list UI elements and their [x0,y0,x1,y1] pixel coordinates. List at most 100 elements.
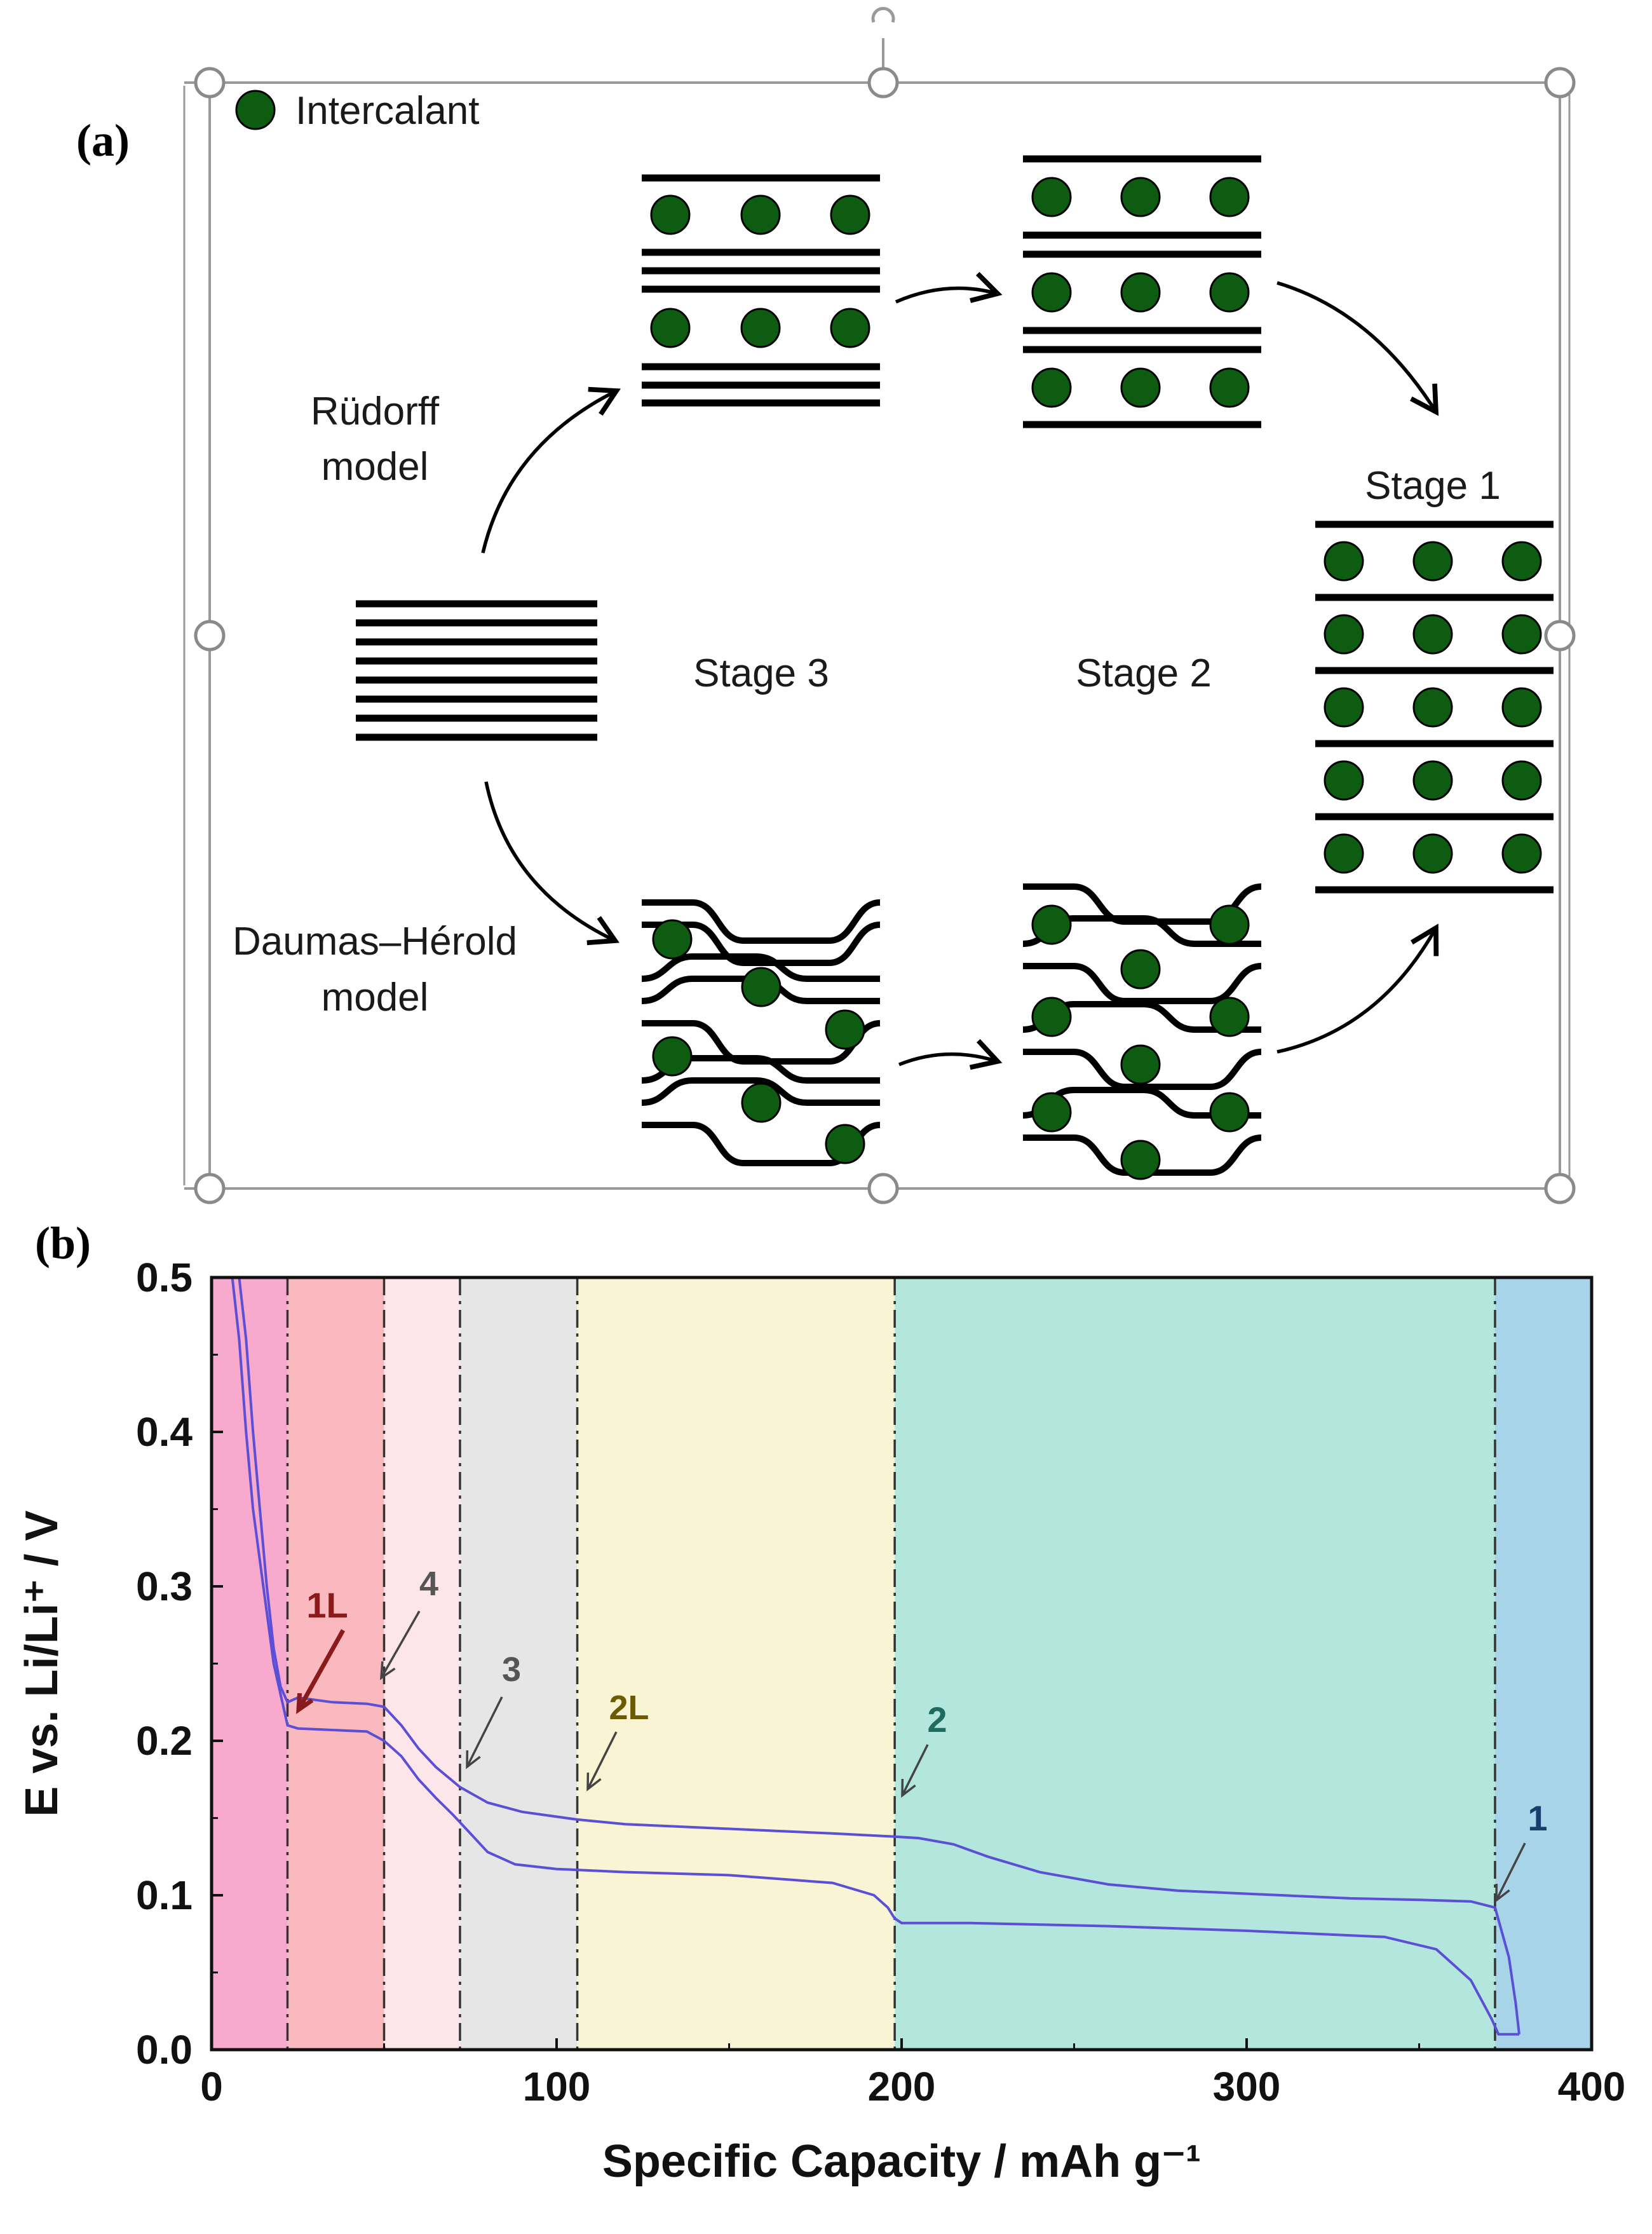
intercalant-dot [652,1036,693,1077]
y-tick-label: 0.2 [136,1718,193,1764]
x-tick-label: 100 [523,2064,591,2109]
x-tick-label: 300 [1213,2064,1281,2109]
annotation-label: 3 [502,1651,521,1689]
voltage-curve-upper [238,1277,1520,2034]
intercalant-dot [1324,760,1364,801]
intercalant-dot [825,1124,865,1164]
intercalant-dot [1209,367,1250,408]
transition-arrows [481,271,1439,1070]
handle-bottom-right[interactable] [1544,1173,1576,1204]
daumas-herold-label-line1: Daumas–Hérold [233,920,517,964]
annotation-arrowhead [380,1661,396,1680]
daumas-herold-stage2-stack [1022,883,1262,1180]
daumas-herold-label-line2: model [322,976,429,1019]
intercalant-dot [1209,904,1250,945]
annotation-arrowhead [296,1693,314,1715]
intercalant-dot [1412,687,1453,728]
handle-mid-right[interactable] [1544,620,1576,651]
rudorff-model-label-line1: Rüdorff [311,390,440,433]
annotation-arrowhead [466,1750,481,1769]
x-axis-label: Specific Capacity / mAh g⁻¹ [602,2136,1201,2187]
graphene-layer [642,899,881,944]
intercalant-dot [830,308,870,348]
handle-top-right[interactable] [1544,67,1576,99]
intercalant-dot [650,194,691,235]
intercalant-dot [825,1009,865,1050]
annotation-arrow [296,1629,346,1711]
stage-region [895,1277,1495,2050]
intercalant-dot [1501,760,1542,801]
y-axis-label: E vs. Li/Li⁺ / V [17,1510,67,1816]
intercalant-dot [1120,177,1161,217]
intercalant-dot [1031,272,1072,313]
stage3-label: Stage 3 [693,651,829,695]
handle-top-center[interactable] [867,67,899,99]
y-tick-label: 0.1 [136,1872,193,1918]
intercalant-dot [740,308,781,348]
arrow-rudorff2-to-stage1 [1276,281,1439,416]
rotate-handle-icon[interactable] [871,7,895,23]
intercalant-dot [1120,367,1161,408]
intercalant-dot [830,194,870,235]
y-tick-label: 0.4 [136,1409,193,1455]
resize-handles[interactable] [194,67,1576,1204]
annotation-arrow [380,1611,421,1679]
panel-b-label: (b) [35,1218,91,1269]
panel-a-label: (a) [76,115,130,166]
handle-top-left[interactable] [194,67,226,99]
handle-mid-left[interactable] [194,620,226,651]
arrow-rudorff3-to-rudorff2 [895,271,1003,304]
graphene-layer [642,922,881,966]
annotation-label: 1 [1527,1798,1547,1838]
intercalant-dot [650,308,691,348]
annotation-label: 2 [927,1699,947,1740]
intercalant-dot [1031,1092,1072,1133]
intercalant-dot [1501,541,1542,582]
handle-bottom-left[interactable] [194,1173,226,1204]
annotation-arrowhead [901,1778,916,1798]
legend-label: Intercalant [295,89,480,133]
intercalant-dot [741,1082,782,1123]
graphene-layer [641,1055,880,1084]
intercalant-dot [740,194,781,235]
graphene-layer [1023,1134,1262,1176]
stage-region [384,1277,460,2050]
rudorff-stage3-stack [642,174,880,407]
intercalant-dot [1120,949,1161,990]
annotation-arrow [466,1696,503,1767]
intercalant-dot [1031,997,1072,1037]
daumas-herold-stage3-stack [641,899,881,1166]
intercalant-dot [1209,1092,1250,1133]
arrow-pristine-to-daumas [484,781,620,946]
intercalant-dot [1120,272,1161,313]
stage1-label: Stage 1 [1365,464,1501,508]
graphene-layer [641,1077,880,1106]
intercalant-dot [1412,833,1453,874]
intercalant-dot [1324,614,1364,655]
intercalant-dot [1324,833,1364,874]
intercalant-dot [1209,997,1250,1037]
annotation-arrow [1495,1842,1526,1901]
annotation-label: 1L [306,1585,348,1625]
intercalant-dot [1031,904,1072,945]
intercalant-dot [1209,272,1250,313]
x-tick-label: 0 [200,2064,223,2109]
stage-region [577,1277,895,2050]
handle-bottom-center[interactable] [867,1173,899,1204]
intercalant-dot [1120,1140,1161,1180]
stage-region [287,1277,384,2050]
stage2-label: Stage 2 [1076,651,1212,695]
intercalant-dot [1031,177,1072,217]
panel-a: (a) Intercalant Rüdorff model Daumas–Hér… [76,7,1576,1204]
annotation-arrowhead [586,1772,602,1792]
voltage-curve-lower [231,1277,1519,2036]
intercalant-dot [1120,1044,1161,1085]
intercalant-dot [741,967,782,1007]
intercalant-dot [1324,687,1364,728]
y-tick-label: 0.3 [136,1563,193,1609]
stage-region [1494,1277,1592,2050]
arrow-daumas3-to-daumas2 [898,1039,1003,1070]
annotation-arrowhead [1495,1883,1510,1903]
